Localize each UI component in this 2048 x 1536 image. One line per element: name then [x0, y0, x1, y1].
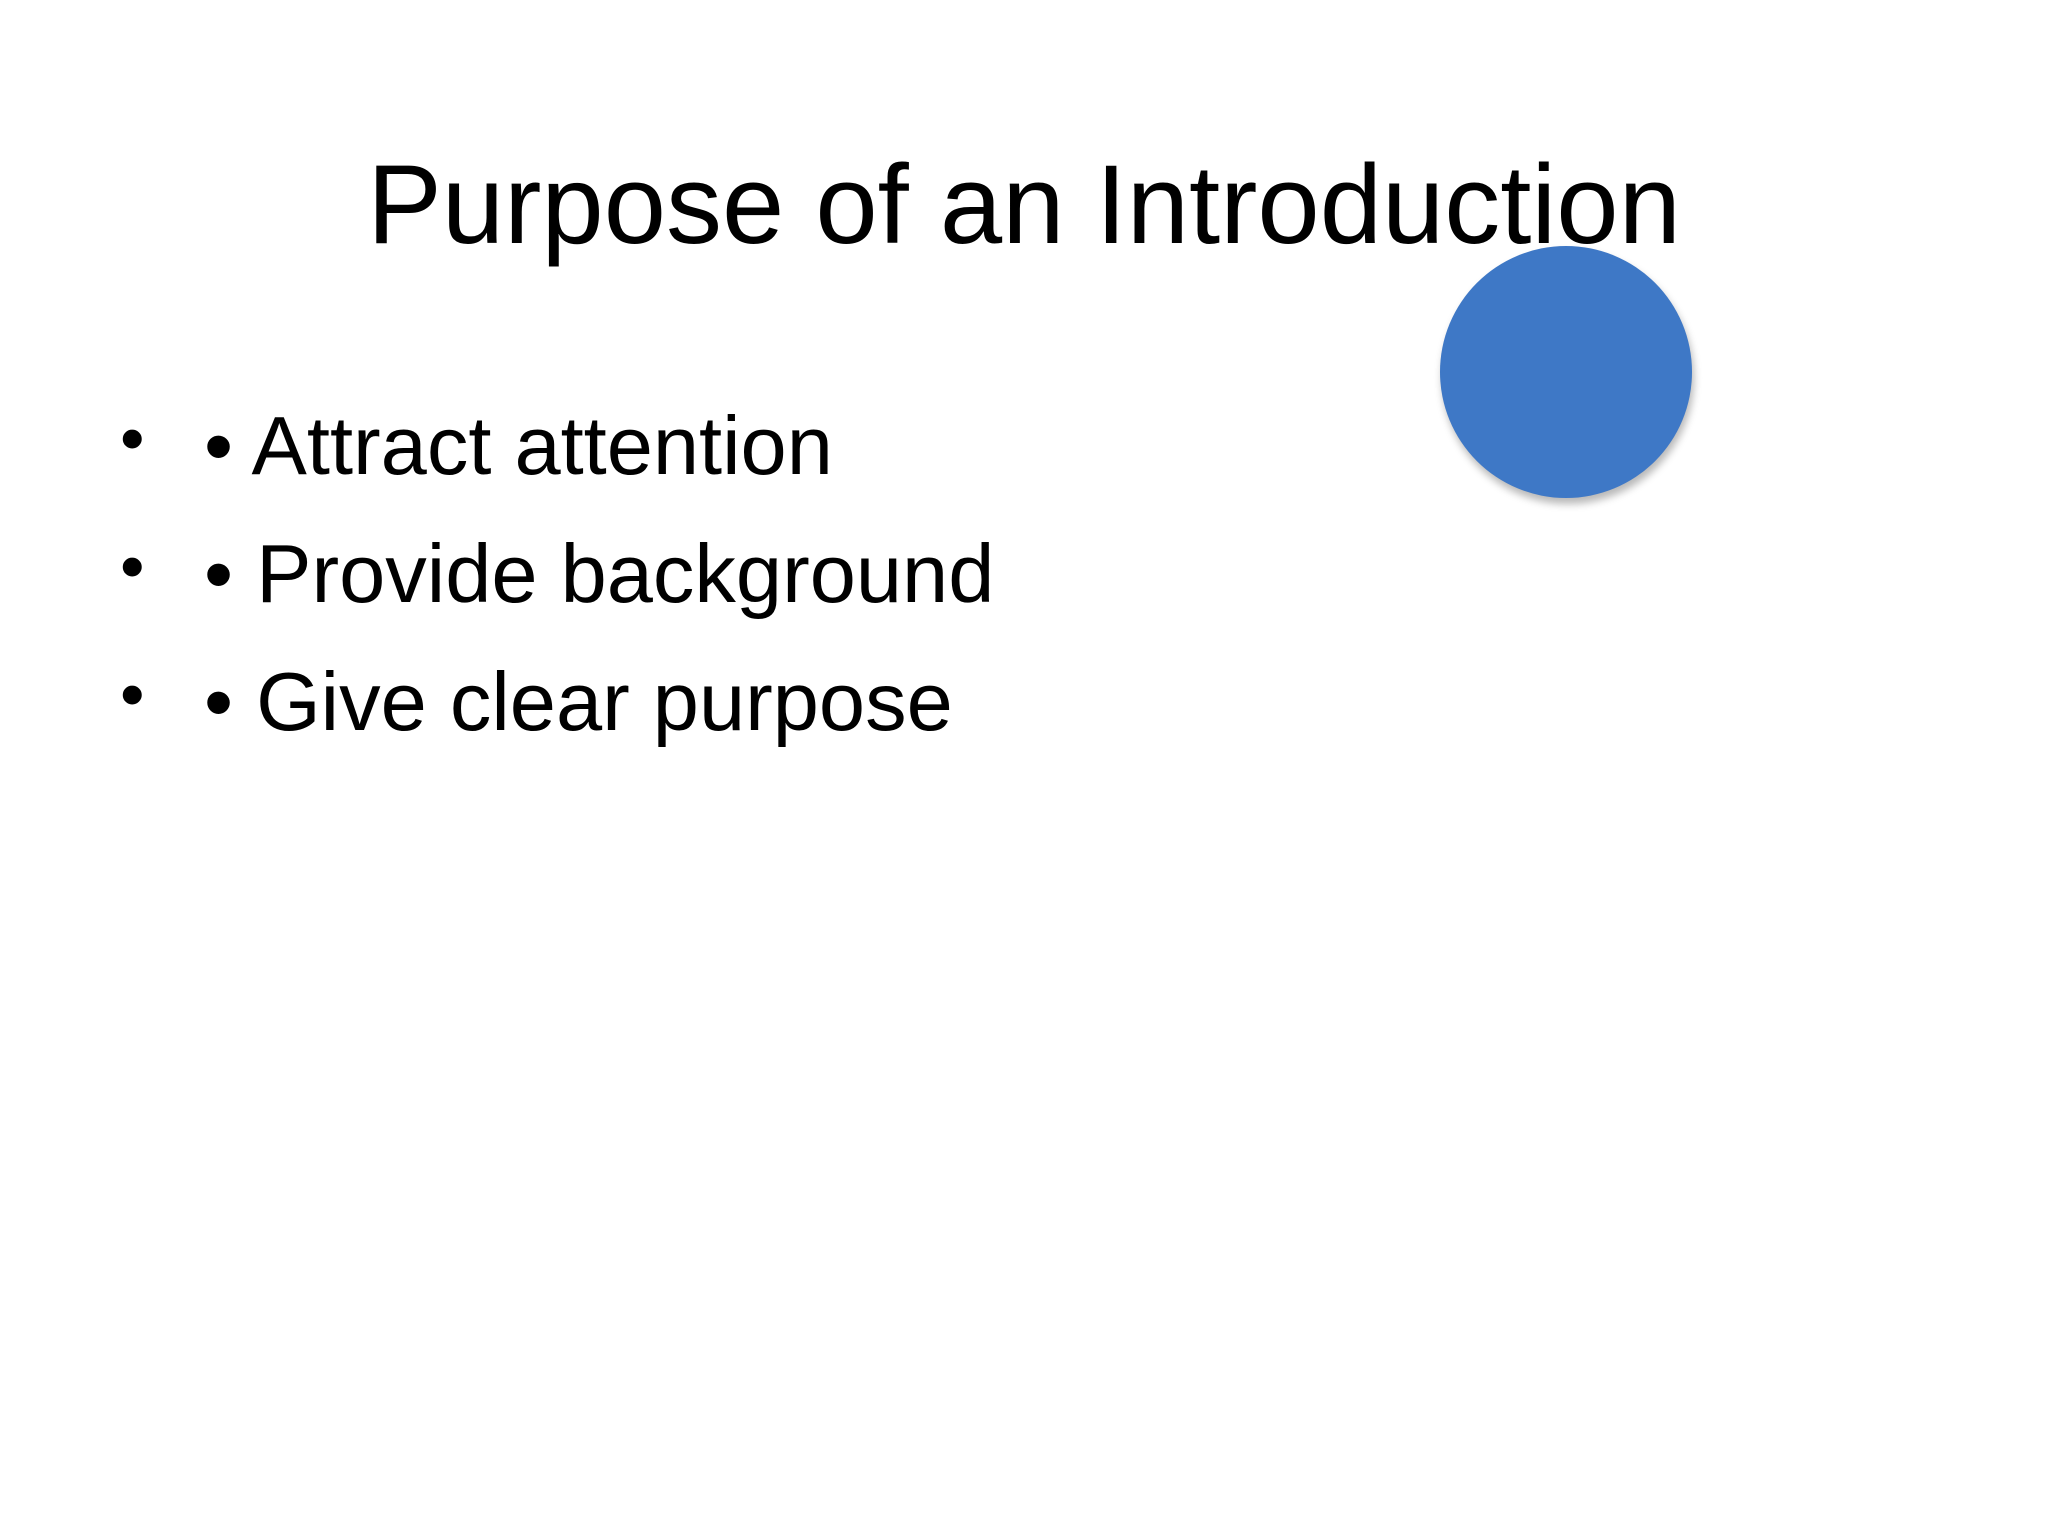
list-item: • • Provide background [120, 510, 994, 638]
bullet-dot-icon: • [120, 655, 145, 733]
bullet-text: • Give clear purpose [204, 655, 953, 748]
bullet-text: • Provide background [204, 527, 995, 620]
list-item: • • Give clear purpose [120, 638, 994, 766]
bullet-dot-icon: • [120, 399, 145, 477]
slide-title: Purpose of an Introduction [367, 142, 1681, 267]
bullet-text: • Attract attention [204, 399, 833, 492]
bullet-dot-icon: • [120, 527, 145, 605]
blue-circle-shape [1440, 246, 1692, 498]
list-item: • • Attract attention [120, 382, 994, 510]
bullet-list: • • Attract attention • • Provide backgr… [120, 382, 994, 766]
